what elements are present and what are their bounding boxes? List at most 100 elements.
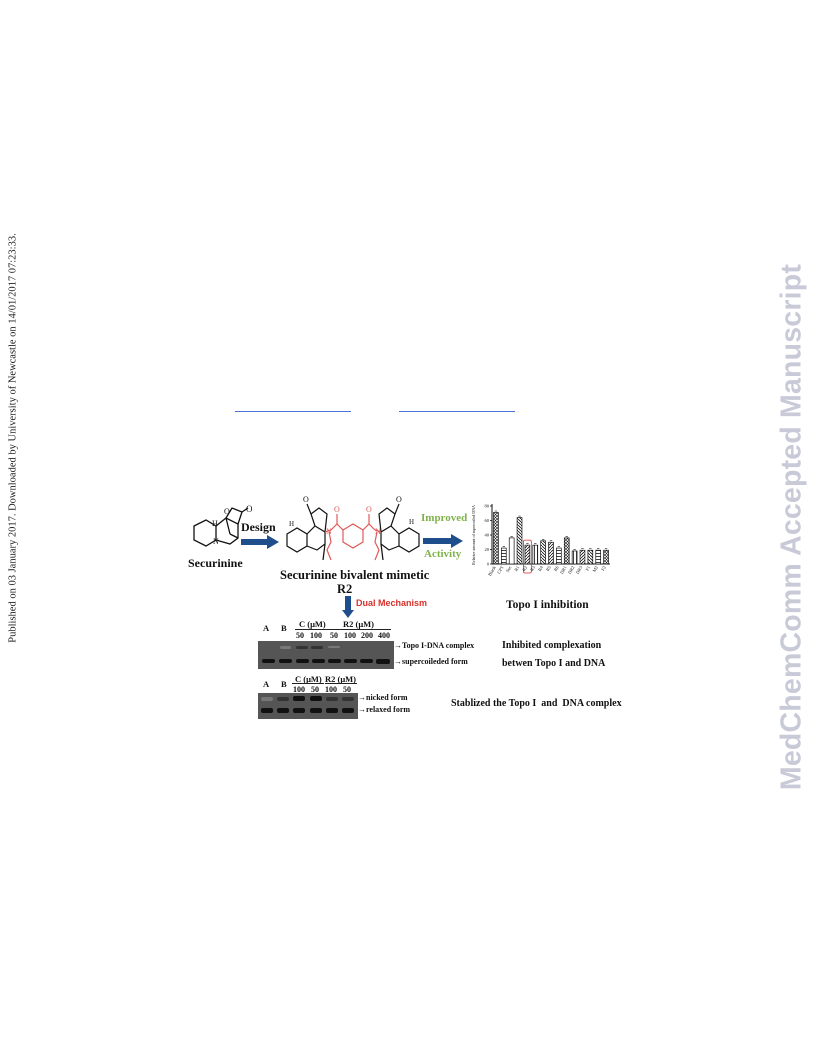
gel1-image — [258, 641, 394, 669]
gel1-r2-conc-1: 50 — [330, 631, 338, 640]
chart-bar-dr1 — [563, 537, 570, 565]
securinine-structure: O O H N — [193, 504, 252, 547]
gel2-lane-a: A — [263, 679, 270, 689]
svg-text:N: N — [326, 527, 332, 536]
chart-category-label: R2 — [521, 565, 528, 572]
gel1-r2-header: R2 (μM) — [343, 619, 375, 629]
chart-category-label: DR3 — [575, 564, 584, 575]
chart-highlight-box — [523, 539, 532, 574]
gel1-note-2: betwen Topo I and DNA — [502, 658, 606, 669]
gel1-r2-conc-4: 400 — [378, 631, 390, 640]
gel1-c-header: C (μM) — [299, 619, 326, 629]
svg-text:H: H — [212, 519, 218, 528]
chart-bar-blank — [493, 512, 499, 565]
chart-bar-r1 — [516, 517, 523, 565]
improved-label: Improved — [421, 512, 468, 524]
svg-text:H: H — [409, 518, 414, 526]
chart-bar-dr3 — [579, 549, 586, 565]
chart-bar-r5 — [548, 541, 554, 565]
link-underline-2[interactable] — [399, 411, 515, 412]
gel2-r2-bracket — [325, 683, 357, 684]
svg-text:O: O — [334, 505, 340, 514]
download-notice-text: Published on 03 January 2017. Downloaded… — [7, 233, 19, 643]
chart-category-label: R1 — [513, 565, 520, 572]
chart-category-label: R4 — [537, 564, 544, 572]
svg-text:O: O — [224, 507, 230, 516]
svg-text:O: O — [366, 505, 372, 514]
watermark-text: MedChemComm Accepted Manuscript — [775, 263, 808, 791]
download-notice: Published on 03 January 2017. Downloaded… — [2, 0, 24, 1056]
gel2-lane-b: B — [281, 679, 287, 689]
chart-title: Topo I inhibition — [506, 599, 589, 611]
chart-bar-f1 — [587, 549, 594, 565]
chart-category-label: CPT — [496, 565, 505, 575]
chart-bar-sec — [508, 537, 515, 565]
chart-category-label: F2 — [600, 565, 607, 572]
chart-category-label: F1 — [584, 565, 591, 572]
svg-text:N: N — [375, 527, 381, 536]
gel1-r2-conc-3: 200 — [361, 631, 373, 640]
svg-text:H: H — [289, 520, 294, 528]
gel2-c-conc-1: 100 — [293, 685, 305, 694]
chart-bar-f2 — [603, 549, 609, 565]
chart-category-label: DR1 — [559, 565, 568, 575]
dual-mechanism-label: Dual Mechanism — [356, 598, 428, 608]
gel2-r2-conc-1: 100 — [325, 685, 337, 694]
chart-category-label: M2 — [592, 565, 599, 573]
chart-category-label: DR2 — [567, 565, 576, 575]
gel1-band-top-label: →Topo I-DNA complex — [394, 641, 475, 650]
gel1-r2-bracket — [327, 629, 391, 630]
chart-bar-r6 — [556, 547, 562, 565]
chart-y-label: Relative amount of supercoiled DNA — [471, 505, 476, 565]
gel2-r2-header: R2 (μM) — [325, 674, 357, 684]
dual-mechanism-arrow-icon — [342, 596, 354, 618]
gel2-band-bottom-label: →relaxed form — [358, 705, 411, 714]
chart-y-tick-label: 20 — [485, 547, 490, 552]
gel2-note: Stablized the Topo I and DNA complex — [451, 698, 622, 709]
activity-label: Activity — [424, 548, 462, 560]
chart-y-tick-label: 60 — [485, 518, 490, 523]
chart-bar-r3 — [532, 544, 539, 565]
improved-arrow-icon — [423, 534, 463, 548]
gel2-r2-conc-2: 50 — [343, 685, 351, 694]
chart-category-label: R5 — [545, 564, 552, 572]
svg-text:O: O — [396, 495, 402, 504]
gel1-c-conc-1: 50 — [296, 631, 304, 640]
gel2-c-conc-2: 50 — [311, 685, 319, 694]
svg-text:O: O — [303, 495, 309, 504]
journal-watermark: MedChemComm Accepted Manuscript — [768, 0, 816, 1056]
gel1-lane-b: B — [281, 623, 287, 633]
chart-category-label: R3 — [529, 564, 536, 572]
gel1-c-bracket — [295, 629, 327, 630]
securinine-label: Securinine — [188, 556, 243, 570]
chart-category-label: Sec — [505, 565, 513, 573]
chart-y-tick-label: 0 — [487, 562, 490, 567]
chart-category-label: R6 — [553, 564, 560, 572]
mimetic-label: Securinine bivalent mimetic — [280, 568, 430, 582]
chart-bar-r4 — [540, 540, 546, 565]
gel1-band-bottom-label: →supercoileded form — [394, 657, 468, 666]
gel1-r2-conc-2: 100 — [344, 631, 356, 640]
gel2-c-bracket — [292, 683, 324, 684]
gel1-lane-a: A — [263, 623, 270, 633]
gel1-note-1: Inhibited complexation — [502, 640, 602, 651]
svg-text:N: N — [213, 537, 219, 546]
design-arrow-icon — [241, 535, 279, 549]
gel2-c-header: C (μM) — [295, 674, 322, 684]
svg-text:O: O — [246, 504, 252, 514]
link-underline-1[interactable] — [235, 411, 351, 412]
design-label: Design — [241, 520, 276, 534]
chart-bar-dr2 — [571, 550, 578, 565]
gel1-c-conc-2: 100 — [310, 631, 322, 640]
gel2-image — [258, 693, 358, 719]
chart-bar-r2 — [524, 544, 531, 565]
gel2-band-top-label: →nicked form — [358, 693, 408, 702]
mimetic-code: R2 — [337, 582, 353, 596]
chart-y-tick-label: 80 — [485, 504, 490, 509]
chart-bar-m2 — [595, 549, 601, 565]
chart-category-label: Blank — [487, 564, 497, 576]
bivalent-mimetic-structure: O O O O N N H H — [286, 495, 420, 561]
chart-y-tick-label: 40 — [485, 533, 490, 538]
chart-bar-cpt — [501, 547, 507, 565]
topo-inhibition-chart: Relative amount of supercoiled DNA 0 20 40… — [471, 504, 610, 577]
